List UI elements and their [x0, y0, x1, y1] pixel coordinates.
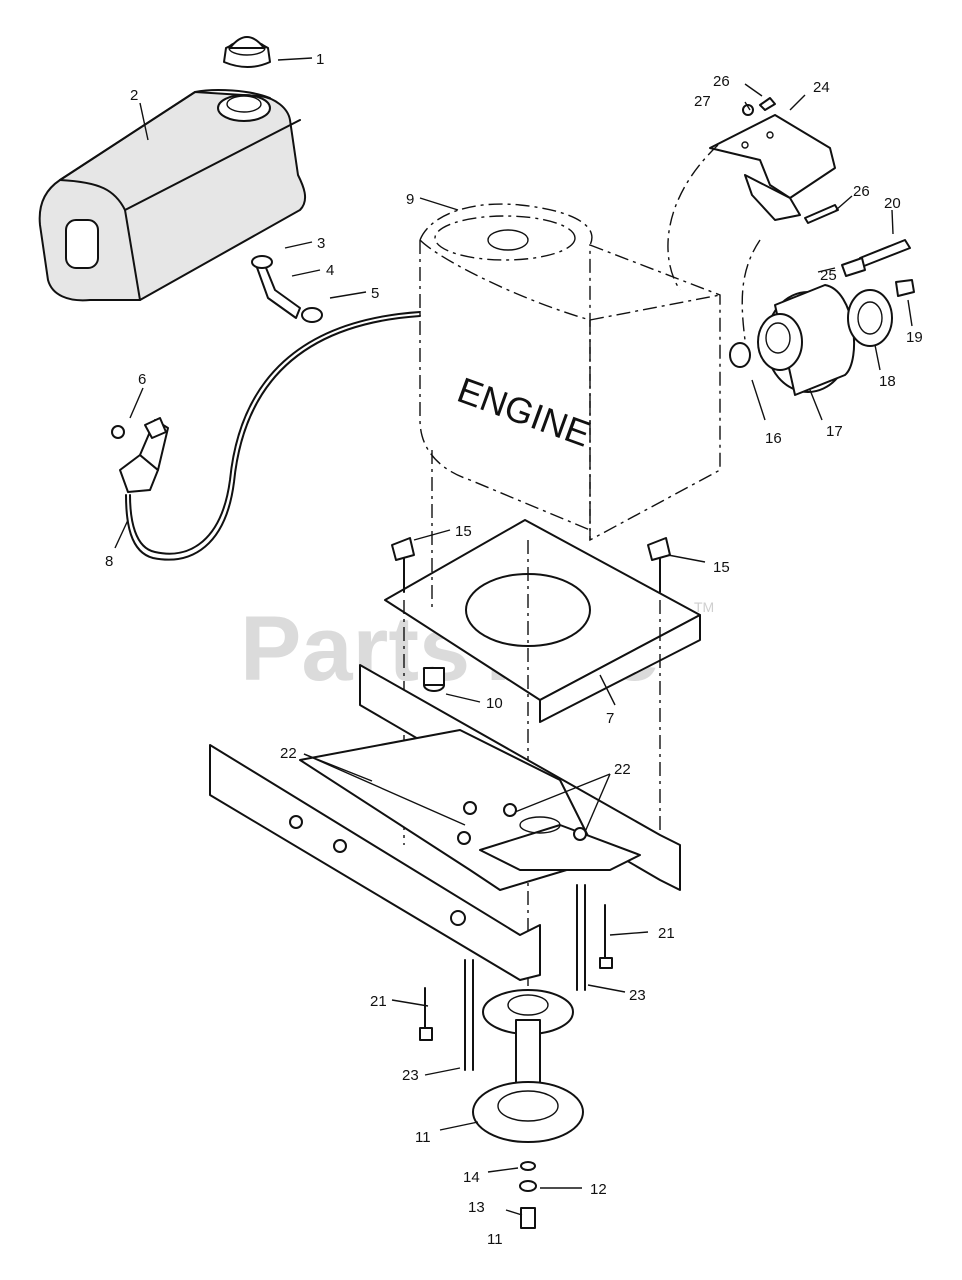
rod-23-right	[576, 884, 586, 991]
callout-8: 8	[105, 553, 113, 570]
callout-25: 25	[820, 267, 837, 284]
callout-7: 7	[606, 710, 614, 727]
callout-15-left: 15	[455, 523, 472, 540]
callout-12: 12	[590, 1181, 607, 1198]
muffler-routing-2	[741, 239, 761, 341]
exhaust-gasket	[729, 342, 751, 368]
bolt-15-left	[391, 537, 415, 593]
callout-13: 13	[468, 1199, 485, 1216]
callout-26-top: 26	[713, 73, 730, 90]
callout-6: 6	[138, 371, 146, 388]
bolt-21-left	[419, 987, 433, 1041]
rod-23-left	[464, 959, 474, 1071]
callout-23-right: 23	[629, 987, 646, 1004]
fuel-hose	[251, 255, 323, 323]
callout-16: 16	[765, 430, 782, 447]
muffler-routing	[667, 144, 719, 291]
throttle-cable	[111, 311, 421, 561]
mower-frame	[209, 664, 681, 981]
callout-17: 17	[826, 423, 843, 440]
callout-22-left: 22	[280, 745, 297, 762]
callout-21-left: 21	[370, 993, 387, 1010]
bolt-15-right	[647, 537, 671, 593]
engine-block: ENGINE	[419, 203, 721, 542]
muffler-gasket	[847, 289, 893, 347]
bolt-26-lower	[804, 204, 839, 224]
callouts: 1 2 3 4 5 6 7 8 9 10 11 11 12 13 14 15 1…	[105, 51, 923, 1248]
callout-11-pulley: 11	[415, 1129, 431, 1146]
callout-14: 14	[463, 1169, 480, 1186]
callout-11-bottom: 11	[487, 1231, 503, 1248]
callout-27: 27	[694, 93, 711, 110]
callout-1: 1	[316, 51, 324, 68]
pulley-lower	[472, 1081, 584, 1143]
callout-21-right: 21	[658, 925, 675, 942]
callout-5: 5	[371, 285, 379, 302]
washer-14	[520, 1161, 536, 1171]
clip-25	[841, 257, 866, 277]
muffler	[757, 284, 856, 396]
washer-12	[519, 1180, 537, 1192]
watermark-trademark: TM	[694, 599, 714, 615]
callout-9: 9	[406, 191, 414, 208]
callout-10: 10	[486, 695, 503, 712]
spacer-10	[423, 667, 445, 692]
bolt-26-top	[742, 97, 776, 116]
callout-2: 2	[130, 87, 138, 104]
fuel-tank	[38, 89, 307, 302]
callout-22-right: 22	[614, 761, 631, 778]
callout-26-lower: 26	[853, 183, 870, 200]
gas-cap	[223, 36, 271, 68]
callout-23-left: 23	[402, 1067, 419, 1084]
engine-label: ENGINE	[452, 369, 596, 455]
callout-3: 3	[317, 235, 325, 252]
bolt-20	[859, 239, 911, 267]
bolt-13	[520, 1207, 536, 1229]
engine-mount-plate	[384, 519, 701, 723]
bolt-19	[895, 279, 915, 297]
callout-19: 19	[906, 329, 923, 346]
callout-4: 4	[326, 262, 334, 279]
callout-24: 24	[813, 79, 830, 96]
bolt-21-right	[599, 904, 613, 969]
callout-18: 18	[879, 373, 896, 390]
callout-15-right: 15	[713, 559, 730, 576]
callout-20: 20	[884, 195, 901, 212]
leader-lines	[114, 57, 913, 1216]
muffler-bracket	[709, 114, 836, 221]
